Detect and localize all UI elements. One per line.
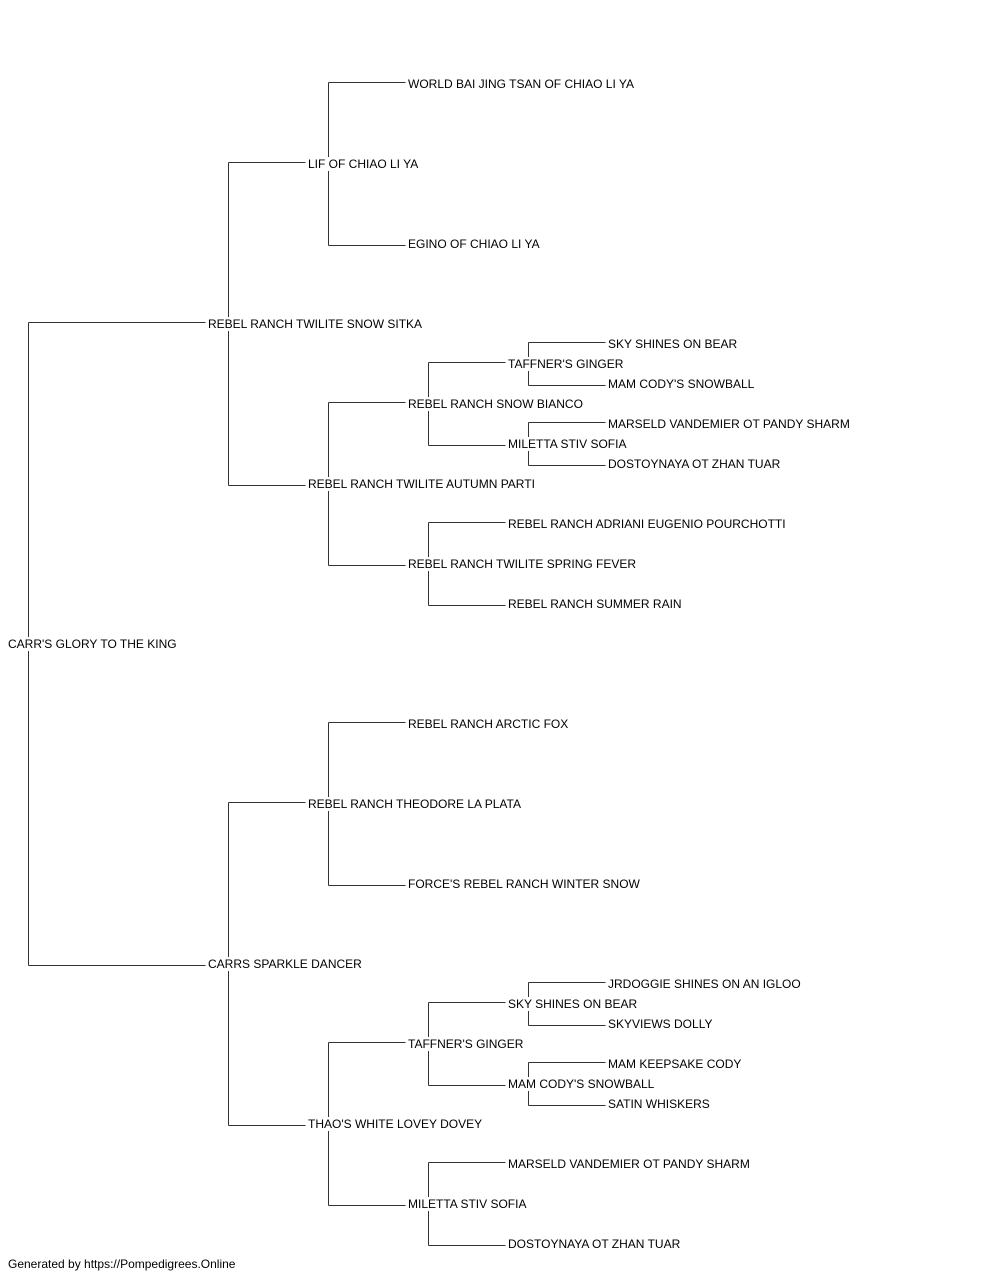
- node-dam-dam-sire-dam-sire: MAM KEEPSAKE CODY: [608, 1057, 742, 1071]
- node-sire-dam-sire-sire: TAFFNER'S GINGER: [508, 357, 624, 371]
- node-sire-dam-dam: REBEL RANCH TWILITE SPRING FEVER: [408, 557, 637, 571]
- node-sire-sire: LIF OF CHIAO LI YA: [308, 157, 419, 171]
- node-dam-dam-sire-sire-sire: JRDOGGIE SHINES ON AN IGLOO: [608, 977, 801, 991]
- node-dam-dam-sire: TAFFNER'S GINGER: [408, 1037, 524, 1051]
- node-sire-dam-dam-dam: REBEL RANCH SUMMER RAIN: [508, 597, 682, 611]
- generator-credit: Generated by https://Pompedigrees.Online: [8, 1257, 236, 1271]
- node-sire: REBEL RANCH TWILITE SNOW SITKA: [208, 317, 423, 331]
- node-dam-sire-dam: FORCE'S REBEL RANCH WINTER SNOW: [408, 877, 640, 891]
- node-dam-dam-dam-sire: MARSELD VANDEMIER OT PANDY SHARM: [508, 1157, 750, 1171]
- node-dam-dam-sire-dam-dam: SATIN WHISKERS: [608, 1097, 710, 1111]
- node-dam-dam-sire-sire: SKY SHINES ON BEAR: [508, 997, 638, 1011]
- node-sire-dam-sire-dam-sire: MARSELD VANDEMIER OT PANDY SHARM: [608, 417, 850, 431]
- pedigree-root: CARR'S GLORY TO THE KING: [8, 637, 177, 651]
- node-dam-dam-sire-sire-dam: SKYVIEWS DOLLY: [608, 1017, 713, 1031]
- node-sire-dam-sire: REBEL RANCH SNOW BIANCO: [408, 397, 583, 411]
- node-sire-dam-sire-sire-dam: MAM CODY'S SNOWBALL: [608, 377, 755, 391]
- node-sire-dam-sire-sire-sire: SKY SHINES ON BEAR: [608, 337, 738, 351]
- node-dam: CARRS SPARKLE DANCER: [208, 957, 362, 971]
- node-sire-dam-dam-sire: REBEL RANCH ADRIANI EUGENIO POURCHOTTI: [508, 517, 786, 531]
- node-sire-sire-sire: WORLD BAI JING TSAN OF CHIAO LI YA: [408, 77, 635, 91]
- node-dam-sire: REBEL RANCH THEODORE LA PLATA: [308, 797, 521, 811]
- node-sire-dam-sire-dam: MILETTA STIV SOFIA: [508, 437, 627, 451]
- node-dam-dam: THAO'S WHITE LOVEY DOVEY: [308, 1117, 483, 1131]
- node-sire-dam-sire-dam-dam: DOSTOYNAYA OT ZHAN TUAR: [608, 457, 781, 471]
- node-dam-dam-dam: MILETTA STIV SOFIA: [408, 1197, 527, 1211]
- node-dam-dam-sire-dam: MAM CODY'S SNOWBALL: [508, 1077, 655, 1091]
- node-dam-dam-dam-dam: DOSTOYNAYA OT ZHAN TUAR: [508, 1237, 681, 1251]
- node-sire-sire-dam: EGINO OF CHIAO LI YA: [408, 237, 540, 251]
- node-dam-sire-sire: REBEL RANCH ARCTIC FOX: [408, 717, 569, 731]
- node-sire-dam: REBEL RANCH TWILITE AUTUMN PARTI: [308, 477, 535, 491]
